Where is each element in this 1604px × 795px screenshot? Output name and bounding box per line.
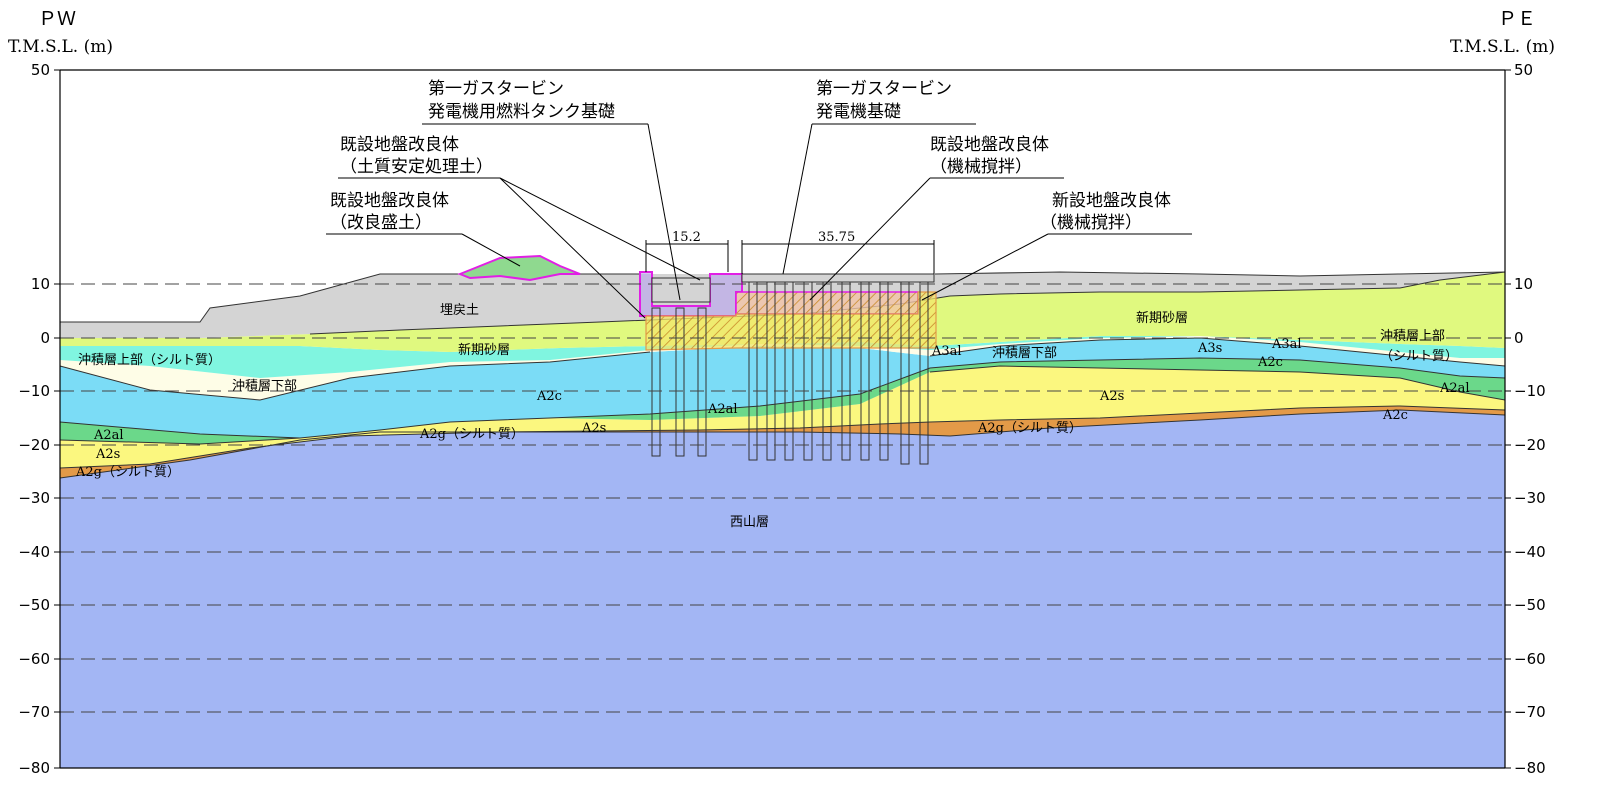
tick-label: 10 <box>1514 275 1533 293</box>
callout-generator-line2: 発電機基礎 <box>816 102 901 122</box>
label-a2g-mid: A2g（シルト質） <box>419 427 524 442</box>
callout-soil-stabilized-line1: 既設地盤改良体 <box>340 135 459 155</box>
label-oki-upper-left: 沖積層上部（シルト質） <box>78 353 221 368</box>
right-axis-title: T.M.S.L. (m) <box>1450 37 1555 57</box>
tick-label: −20 <box>18 436 50 454</box>
callout-tank-line1: 第一ガスタービン <box>428 79 564 99</box>
pile <box>860 281 870 461</box>
label-a2al-right: A2al <box>1439 381 1470 396</box>
pile-group <box>651 281 929 465</box>
tick-label: −50 <box>1514 596 1546 614</box>
layer-a2c <box>60 338 1505 438</box>
tick-label: −10 <box>1514 382 1546 400</box>
tick-label: 10 <box>31 275 50 293</box>
tick-label: −50 <box>18 596 50 614</box>
label-oki-upper-right2: （シルト質） <box>1380 349 1458 364</box>
pile <box>803 281 813 461</box>
pile <box>697 307 707 457</box>
label-a2g-right: A2g（シルト質） <box>977 421 1082 436</box>
tick-label: −60 <box>1514 650 1546 668</box>
improved-mechanical-existing <box>735 291 919 315</box>
tick-label: −20 <box>1514 436 1546 454</box>
left-section-title: ＰＷ <box>38 8 76 30</box>
improved-fill-mound <box>457 254 581 282</box>
label-oki-lower-mid: 沖積層下部 <box>992 346 1057 361</box>
callout-mech-existing-line1: 既設地盤改良体 <box>930 135 1049 155</box>
left-axis-labels: 50 10 0 −10 −20 −30 −40 −50 −60 −70 −80 <box>18 61 50 777</box>
pile <box>841 281 851 461</box>
label-a3s: A3s <box>1197 341 1222 356</box>
tick-label: −60 <box>18 650 50 668</box>
pile <box>784 281 794 461</box>
tick-label: 50 <box>31 61 50 79</box>
axis-ticks <box>54 69 1511 769</box>
label-oki-upper-right1: 沖積層上部 <box>1380 329 1445 344</box>
label-shinki-left: 新期砂層 <box>458 342 510 358</box>
new-improvement-mechanical <box>645 291 937 351</box>
layer-nishiyama <box>60 410 1505 768</box>
pile <box>822 281 832 461</box>
label-a2s-left: A2s <box>95 447 120 462</box>
callout-improved-fill-line1: 既設地盤改良体 <box>330 191 449 211</box>
pile <box>651 307 661 457</box>
label-a2al-mid: A2al <box>707 402 738 417</box>
tick-label: −80 <box>1514 759 1546 777</box>
tick-label: −30 <box>1514 489 1546 507</box>
label-a3al-right: A3al <box>1271 337 1302 352</box>
left-axis-title: T.M.S.L. (m) <box>8 37 113 57</box>
label-nishiyama: 西山層 <box>730 515 769 530</box>
pile <box>900 281 910 465</box>
tank-width-label: 15.2 <box>672 230 701 245</box>
tick-label: −70 <box>18 703 50 721</box>
label-a2c-mid: A2c <box>1257 355 1283 370</box>
label-a2s-right: A2s <box>1099 389 1124 404</box>
callout-improved-fill-line2: （改良盛土） <box>330 213 432 233</box>
callout-soil-stabilized-line2: （土質安定処理土） <box>340 157 493 177</box>
pile <box>766 281 776 461</box>
generator-width-label: 35.75 <box>818 230 855 245</box>
frame <box>59 69 1506 769</box>
tick-label: 50 <box>1514 61 1533 79</box>
right-axis-labels: 50 10 0 −10 −20 −30 −40 −50 −60 −70 −80 <box>1514 61 1546 777</box>
label-oki-lower-left: 沖積層下部 <box>232 379 297 394</box>
pile <box>879 281 889 461</box>
tick-label: −80 <box>18 759 50 777</box>
layer-a2al <box>60 358 1505 444</box>
label-a2g-left: A2g（シルト質） <box>75 465 180 480</box>
tick-label: −40 <box>18 543 50 561</box>
tick-label: −10 <box>18 382 50 400</box>
tick-label: −30 <box>18 489 50 507</box>
pile <box>675 307 685 457</box>
label-a2c-left: A2c <box>536 389 562 404</box>
callout-mech-existing-line2: （機械撹拌） <box>930 157 1032 177</box>
callout-leaders <box>326 123 1192 319</box>
label-shinki-right: 新期砂層 <box>1136 310 1188 326</box>
elevation-gridlines <box>60 283 1505 713</box>
callout-mech-new-line2: （機械撹拌） <box>1040 213 1142 233</box>
callout-mech-new-line1: 新設地盤改良体 <box>1052 191 1171 211</box>
right-section-title: ＰＥ <box>1498 8 1536 30</box>
tick-label: −70 <box>1514 703 1546 721</box>
tick-label: −40 <box>1514 543 1546 561</box>
label-a2c-right: A2c <box>1382 408 1408 423</box>
generator-foundation <box>741 273 935 283</box>
pile <box>748 281 758 461</box>
tick-label: 0 <box>40 329 50 347</box>
label-a2s-mid: A2s <box>581 421 606 436</box>
tank-foundation <box>651 277 711 303</box>
callout-generator-line1: 第一ガスタービン <box>816 79 952 99</box>
callout-tank-line2: 発電機用燃料タンク基礎 <box>428 102 615 122</box>
tick-label: 0 <box>1514 329 1524 347</box>
label-a3al: A3al <box>931 344 962 359</box>
label-umemodoshi: 埋戻土 <box>440 303 479 318</box>
label-a2al-left: A2al <box>93 428 124 443</box>
dimension-lines <box>645 240 935 274</box>
layer-oki-lower <box>60 336 1505 400</box>
pile <box>919 281 929 465</box>
